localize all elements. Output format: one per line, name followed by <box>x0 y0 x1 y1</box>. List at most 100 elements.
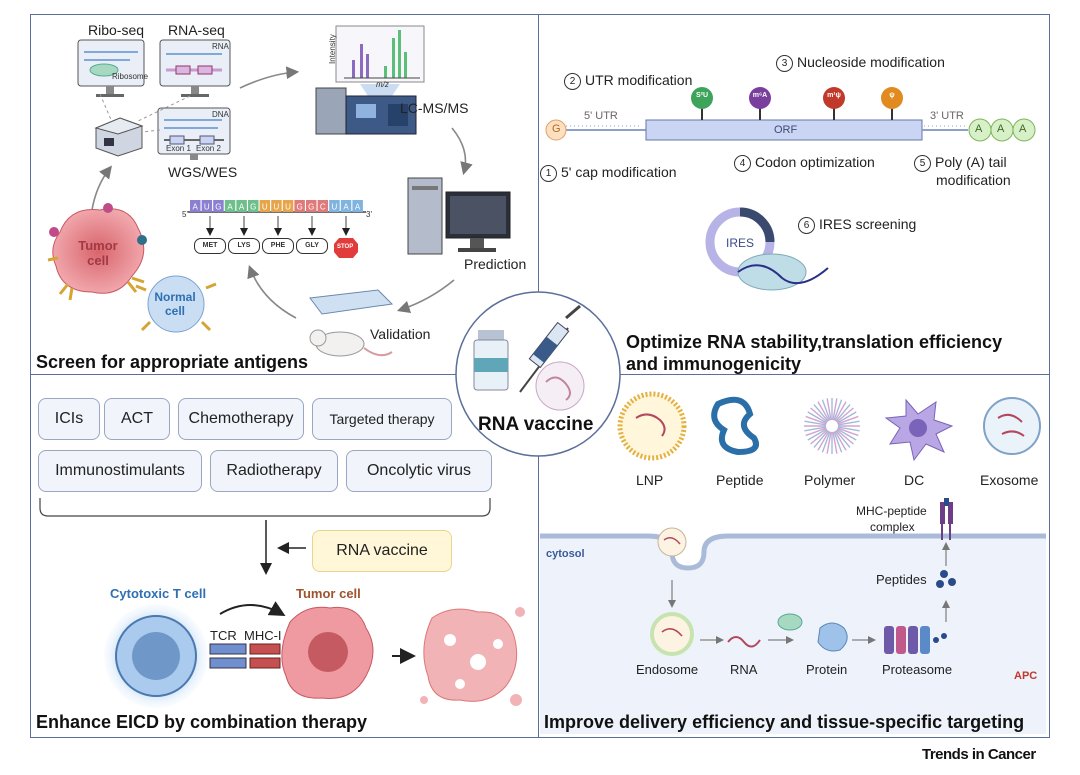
label-intensity: Intensity <box>328 34 337 64</box>
step-5-badge: 5 <box>914 154 931 172</box>
codon-letter: C <box>320 203 326 212</box>
translation-arrows <box>206 216 350 236</box>
codon-letter: A <box>227 203 233 212</box>
rna-strand <box>727 636 761 648</box>
label-stop: STOP <box>337 244 354 250</box>
codon-block <box>248 200 259 212</box>
exosome-icon <box>983 397 1041 455</box>
step-4-badge: 4 <box>734 154 751 172</box>
codon-block <box>306 200 317 212</box>
label-exon1: Exon 1 <box>166 144 191 153</box>
label-wgs-wes: WGS/WES <box>168 164 238 180</box>
carrier-label: DC <box>904 472 925 488</box>
polymer-strand <box>805 415 827 425</box>
proteasome-graphic <box>884 626 947 654</box>
polymer-strand <box>805 427 827 437</box>
polymer-strand <box>821 399 831 421</box>
label-mhc-complex-line1: MHC-peptide <box>856 504 927 518</box>
text-nucleoside-modification: Nucleoside modification <box>797 54 945 70</box>
text-codon-optimization: Codon optimization <box>755 154 875 170</box>
mhc1-receptor <box>249 643 281 669</box>
center-label: RNA vaccine <box>478 414 594 435</box>
polymer-strand <box>834 401 847 422</box>
label-protein: Protein <box>806 662 848 677</box>
codon-block <box>224 200 236 212</box>
carrier-label: Polymer <box>804 472 856 488</box>
peptide-icon <box>711 396 759 456</box>
codon-letter: A <box>355 203 361 212</box>
utr3-line <box>922 125 968 131</box>
polya-a3 <box>1012 118 1036 142</box>
therapy-bracket <box>39 498 491 517</box>
stop-sign <box>334 238 358 258</box>
vaccine-vial-icon <box>473 330 509 391</box>
codon-block <box>271 200 282 212</box>
polymer-strand <box>804 420 827 426</box>
amino-acid-pill: MET <box>194 238 226 254</box>
polymer-icon <box>804 398 860 454</box>
wgs-monitor <box>157 107 231 160</box>
polymer-strand <box>826 398 832 421</box>
therapy-pill: Oncolytic virus <box>346 450 492 492</box>
step-6-badge: 6 <box>798 216 815 234</box>
polymer-strand <box>810 407 828 423</box>
codon-block <box>213 200 224 212</box>
label-3prime: 3' <box>366 210 372 219</box>
prediction-computer <box>407 177 511 255</box>
polya-letter: A <box>1019 123 1027 135</box>
title-combination-therapy: Enhance EICD by combination therapy <box>36 712 368 732</box>
codon-letter: A <box>239 203 245 212</box>
label-mhc1: MHC-I <box>244 628 282 643</box>
polymer-strand <box>833 431 843 453</box>
polymer-strand <box>817 430 830 451</box>
polymer-strand <box>836 407 854 423</box>
polymer-strand <box>821 431 831 453</box>
title-antigen-screening: Screen for appropriate antigens <box>36 352 309 372</box>
label-utr3: 3' UTR <box>930 110 964 122</box>
polymer-strand <box>837 420 860 426</box>
polymer-strand <box>834 430 847 451</box>
label-exon2: Exon 2 <box>196 144 221 153</box>
label-rna-small: RNA <box>212 42 229 51</box>
codon-block <box>340 200 352 212</box>
label-5prime: 5' <box>182 210 188 219</box>
lysed-tumor-cell <box>420 607 525 706</box>
panel-rna-optimization <box>538 14 1050 376</box>
codon-letter: G <box>250 203 256 212</box>
text-cap-modification: 5' cap modification <box>561 164 677 180</box>
text-ires-screening: IRES screening <box>819 216 917 232</box>
polymer-strand <box>832 398 838 421</box>
tcr-receptor <box>209 643 247 669</box>
cytosol-region <box>540 533 1046 734</box>
codon-letter: U <box>204 203 210 212</box>
polymer-strand <box>817 401 830 422</box>
label-rna: RNA <box>730 662 758 677</box>
carrier-label: LNP <box>636 472 664 488</box>
codon-letter: G <box>215 203 221 212</box>
ires-ring <box>705 207 829 291</box>
label-orf: ORF <box>774 124 798 136</box>
label-apc: APC <box>1014 670 1038 682</box>
normal-cell-graphic <box>135 275 217 333</box>
modification-label: ψ <box>889 92 895 99</box>
text-polya-line1: Poly (A) tail <box>935 154 1007 170</box>
polymer-strand <box>836 429 854 445</box>
polymer-strand <box>837 415 859 425</box>
label-mhc-complex-line2: complex <box>870 520 915 534</box>
codon-letter: G <box>296 203 302 212</box>
journal-brand: Trends in Cancer <box>922 746 1036 763</box>
therapy-pill: Radiotherapy <box>210 450 338 492</box>
polymer-strand <box>813 404 829 422</box>
label-ribo-seq: Ribo-seq <box>88 22 145 38</box>
rna-seq-monitor <box>159 39 231 97</box>
title-delivery: Improve delivery efficiency and tissue-s… <box>544 712 1025 732</box>
lnp-icon <box>617 391 687 461</box>
polymer-strand <box>807 411 828 424</box>
modification-label: m¹ψ <box>827 92 841 99</box>
